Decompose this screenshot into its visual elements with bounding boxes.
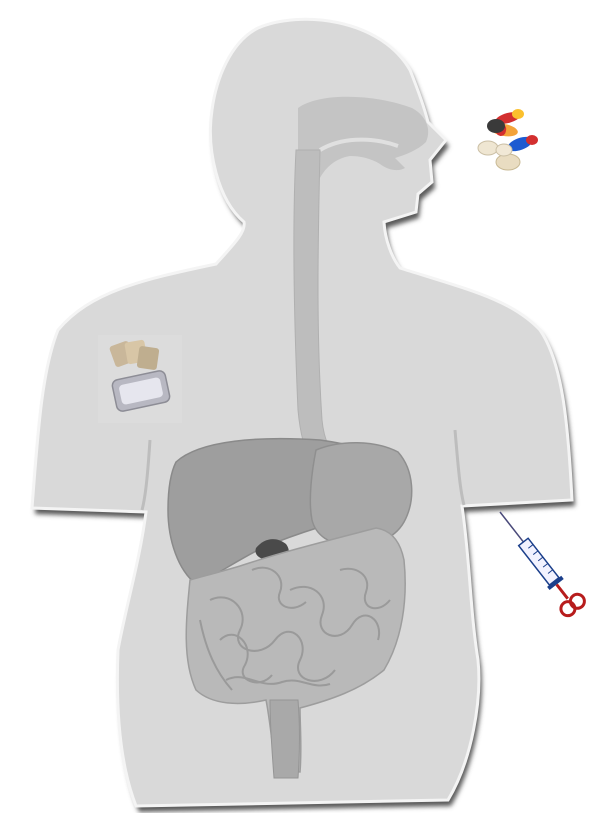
stomach	[310, 443, 411, 547]
syringe-icon[interactable]	[490, 504, 587, 619]
pills-icon[interactable]	[478, 109, 538, 170]
patches-icon[interactable]	[98, 335, 182, 423]
rectum	[270, 700, 300, 778]
